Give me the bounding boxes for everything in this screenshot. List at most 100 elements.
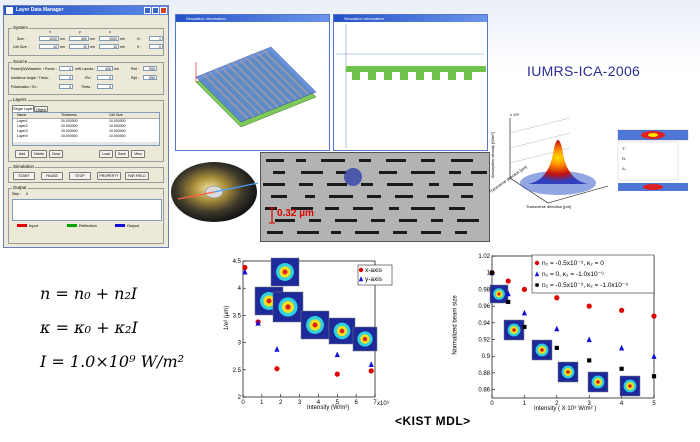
far-field-button[interactable]: FAR FIELD [125, 172, 149, 180]
data-point [368, 368, 374, 374]
table-row[interactable]: Layer4 15.000000 10.000000 [13, 134, 159, 139]
beam-profile-core [628, 384, 632, 388]
incidence-label: Incidence Angle / Theta : [11, 76, 50, 80]
y-tick-label: 2.5 [233, 368, 242, 374]
save-button[interactable]: Save [115, 150, 129, 158]
y-tick-label: 0.94 [478, 321, 490, 327]
cell-y-field[interactable]: 10 [69, 44, 89, 49]
phi-label: Phi : [85, 76, 93, 80]
ry-field[interactable]: 550 [143, 75, 157, 80]
sim-window-1-title[interactable]: Simulation Information [176, 15, 329, 22]
size-y-field[interactable]: 400 [69, 36, 89, 41]
data-point [522, 324, 527, 330]
y-tick-label: 3.5 [233, 313, 242, 319]
input-swatch [17, 224, 27, 227]
data-point [334, 351, 340, 358]
row-cell-size: 10.000000 [109, 119, 126, 123]
table-row[interactable]: Layer1 20.000000 10.000000 [13, 119, 159, 124]
chart2-xlabel: Intensity ( X 10⁹ W/m² ) [534, 406, 597, 412]
close-icon[interactable] [160, 7, 167, 14]
surface-zlabel: Absorption density [W/m²] [490, 132, 495, 178]
data-point [274, 366, 280, 372]
simulation-group: Simulation START PAUSE STOP PROPERTY FAR… [8, 164, 164, 183]
equation-2-text: κ = κ₀ + κ₂I [40, 318, 138, 337]
table-row[interactable]: Layer3 20.000000 10.000000 [13, 129, 159, 134]
header-thickness[interactable]: Thickness [61, 113, 77, 117]
maximize-icon[interactable] [152, 7, 159, 14]
x-tick-label: 6 [354, 400, 358, 406]
clear-button[interactable]: Clear [49, 150, 63, 158]
row-name: Layer4 [17, 134, 28, 138]
load-button[interactable]: Load [99, 150, 113, 158]
theta-field[interactable]: 0 [59, 75, 73, 80]
stop-button[interactable]: STOP [69, 172, 91, 180]
col-z-label: z [109, 30, 111, 34]
data-point [489, 270, 495, 275]
y-tick-label: 0.88 [478, 371, 490, 377]
chart1-legend-y: y-axis [365, 276, 382, 283]
system-group: System x y z Size : 1000 400 2000 nm nm … [8, 25, 164, 56]
horizontal-scrollbar[interactable] [13, 142, 159, 145]
data-point [506, 299, 511, 305]
minimize-icon[interactable] [144, 7, 151, 14]
n-field[interactable]: 1 [149, 36, 163, 41]
pause-button[interactable]: PAUSE [41, 172, 63, 180]
tab-single-layer[interactable]: Single Layer [12, 105, 34, 112]
cell-z-field[interactable]: 10 [99, 44, 119, 49]
output-group-label: Output [12, 185, 28, 190]
phi-field[interactable]: 0 [97, 75, 113, 80]
data-point [521, 309, 527, 316]
power-field[interactable]: 1 [59, 66, 73, 71]
cell-size-label: Cell Size : [13, 45, 29, 49]
unit-label: nm [120, 45, 125, 49]
chart1-ylabel: 1/e² (µm) [224, 305, 231, 331]
data-point [535, 283, 539, 287]
property-button[interactable]: PROPERTY [97, 172, 121, 180]
chart2-legend-2: n₂ = 0, κ₂ = -1.0x10⁻⁹ [542, 271, 604, 278]
ex-field[interactable]: 0 [59, 84, 73, 89]
cell-x-field[interactable]: 10 [39, 44, 59, 49]
polarization-label: Polarization / Ex : [11, 85, 39, 89]
layer-table[interactable]: Name Thickness Cell Size Layer1 20.00000… [12, 112, 160, 146]
header-cell-size[interactable]: Cell Size [109, 113, 123, 117]
beam-profile-core [312, 322, 318, 328]
layers-group-label: Layers [12, 97, 28, 102]
start-button[interactable]: START [13, 172, 35, 180]
x-tick-label: 5 [336, 400, 340, 406]
step-label: Step : [12, 192, 22, 196]
sem-micrograph: 0.32 µm [260, 152, 490, 242]
k-field[interactable]: 0 [149, 44, 163, 49]
row-thickness: 20.000000 [61, 119, 78, 123]
x-tick-label: 0 [490, 401, 494, 407]
lambda-field[interactable]: 400 [97, 66, 113, 71]
legend-output: Output [127, 223, 140, 228]
lambda-label: mW Lamda : [75, 67, 95, 71]
equation-intensity: I = 1.0×10⁹ W/m² [40, 352, 184, 371]
unit-label: nm [90, 45, 95, 49]
header-name[interactable]: Name [17, 113, 27, 117]
legend-box [531, 254, 655, 294]
table-row[interactable]: Layer2 20.000000 10.000000 [13, 124, 159, 129]
sim-window-2-title[interactable]: Simulation Information [334, 15, 487, 22]
x-tick-label: 3 [588, 401, 592, 407]
data-point [619, 366, 624, 371]
size-x-field[interactable]: 1000 [39, 36, 59, 41]
view-button[interactable]: View [131, 150, 145, 158]
x-tick-label: 3 [298, 400, 302, 406]
y-tick-label: 4 [238, 286, 242, 292]
y-tick-label: 1 [487, 271, 491, 277]
theta2-field[interactable]: 0 [97, 84, 113, 89]
data-point [534, 260, 540, 266]
source-group: Source Power(W)/Wavelen. / Power : 1 mW … [8, 59, 164, 95]
ldm-title: Layer Data Manager [16, 7, 64, 13]
reflection-swatch [67, 224, 77, 227]
size-z-field[interactable]: 2000 [99, 36, 119, 41]
rx-field[interactable]: 500 [143, 66, 157, 71]
add-button[interactable]: Add [15, 150, 29, 158]
ldm-titlebar[interactable]: Layer Data Manager [4, 6, 168, 15]
y-tick-label: 0.92 [478, 338, 490, 344]
delete-button[interactable]: Delete [31, 150, 47, 158]
tab-object[interactable]: Object [34, 106, 48, 112]
source-group-label: Source [12, 59, 29, 64]
